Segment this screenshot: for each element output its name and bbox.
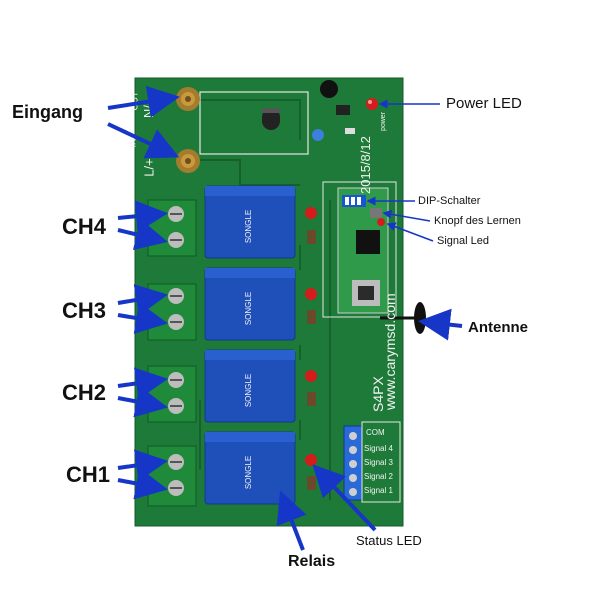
input-bolt-bottom (176, 149, 200, 173)
pcb-traces (185, 99, 331, 500)
label-dip-schalter: DIP-Schalter (418, 195, 481, 207)
signal-4-label: Signal 4 (364, 444, 393, 453)
label-ch2: CH2 (62, 380, 107, 405)
status-led-1 (305, 454, 317, 466)
label-eingang: Eingang (12, 102, 83, 122)
label-power-led: Power LED (446, 95, 522, 112)
blue-cap (312, 129, 324, 141)
label-ch4: CH4 (62, 214, 107, 239)
relay-2 (204, 349, 296, 423)
relay-1 (204, 431, 296, 505)
signal-terminal-block (343, 425, 363, 501)
electrolytic-cap (320, 80, 338, 98)
label-antenne: Antenne (468, 319, 528, 336)
signal-header: COM (366, 428, 385, 437)
capacitor (262, 108, 280, 130)
label-ch1: CH1 (66, 462, 111, 487)
regulator-small (336, 105, 350, 115)
relay-3 (204, 267, 296, 341)
label-status-led: Status LED (356, 533, 422, 548)
input-bolt-top (176, 87, 200, 111)
status-led-3 (305, 288, 317, 300)
signal-2-label: Signal 2 (364, 472, 393, 481)
signal-led-component (377, 218, 385, 226)
signal-3-label: Signal 3 (364, 458, 393, 467)
label-signal-led: Signal Led (437, 235, 489, 247)
signal-1-label: Signal 1 (364, 486, 393, 495)
label-relais: Relais (288, 553, 336, 570)
ic-chip (356, 230, 380, 254)
label-knopf-lernen: Knopf des Lernen (434, 215, 521, 227)
relay-4 (204, 185, 296, 259)
label-ch3: CH3 (62, 298, 107, 323)
status-led-2 (305, 370, 317, 382)
learn-button-component (370, 208, 382, 218)
status-led-4 (305, 207, 317, 219)
